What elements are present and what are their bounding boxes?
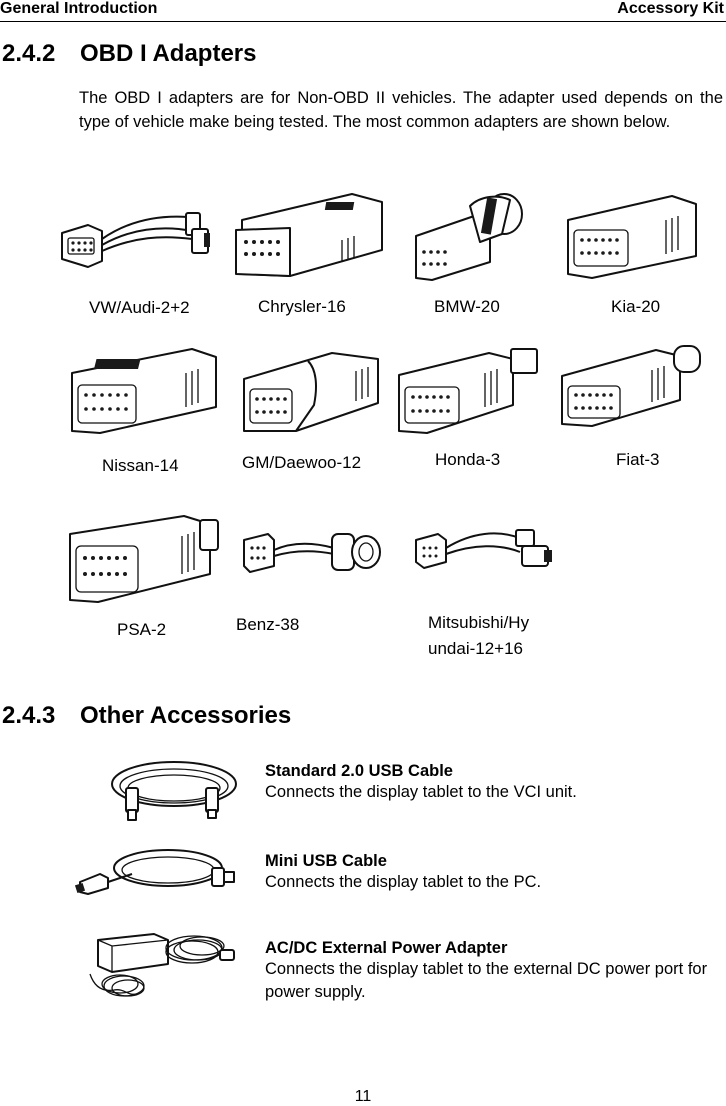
kia-adapter-icon [567, 195, 697, 279]
header-rule [0, 21, 726, 22]
adapter-label: GM/Daewoo-12 [242, 453, 362, 472]
section-paragraph: The OBD I adapters are for Non-OBD II ve… [79, 89, 723, 131]
adapter-label: Nissan-14 [102, 456, 179, 475]
accessory-description: Connects the display tablet to the VCI u… [265, 783, 577, 801]
bmw-adapter-icon [415, 193, 523, 281]
honda-adapter-icon [398, 348, 538, 434]
psa-adapter-icon [69, 515, 219, 603]
gm-daewoo-adapter-icon [243, 352, 379, 432]
accessory-title: AC/DC External Power Adapter [265, 939, 508, 957]
power-adapter-icon [89, 933, 235, 997]
nissan-adapter-icon [71, 348, 217, 434]
section-title: OBD I Adapters [80, 40, 257, 67]
section-number: 2.4.2 [2, 40, 56, 67]
adapter-label: Benz-38 [236, 615, 300, 634]
page-number: 11 [354, 1088, 372, 1105]
adapter-label: Honda-3 [435, 450, 501, 469]
adapter-label: BMW-20 [434, 297, 500, 316]
usb-cable-icon [111, 761, 237, 821]
chrysler-adapter-icon [235, 193, 383, 277]
adapter-label: PSA-2 [117, 620, 167, 639]
adapter-label: Fiat-3 [616, 450, 660, 469]
running-header-left: General Introduction [0, 0, 158, 17]
running-header-right: Accessory Kit [617, 0, 724, 17]
adapter-label: Chrysler-16 [258, 297, 346, 316]
adapter-label-line2: undai-12+16 [428, 639, 524, 658]
adapter-label-two-line: Mitsubishi/Hy undai-12+16 [428, 610, 529, 662]
section-number: 2.4.3 [2, 702, 56, 729]
accessory-title: Mini USB Cable [265, 852, 387, 870]
mini-usb-cable-icon [74, 849, 235, 895]
accessory-description: Connects the display tablet to the PC. [265, 873, 542, 891]
accessory-description: Connects the display tablet to the exter… [265, 960, 708, 1001]
section-heading-other: 2.4.3 Other Accessories [2, 702, 291, 730]
vw-audi-adapter-icon [61, 212, 210, 268]
adapter-label: Kia-20 [611, 297, 661, 316]
benz-adapter-icon [243, 533, 381, 573]
adapter-label-line1: Mitsubishi/Hy [428, 613, 530, 632]
mitsubishi-hyundai-adapter-icon [415, 529, 552, 569]
fiat-adapter-icon [561, 345, 701, 427]
section-title: Other Accessories [80, 702, 292, 729]
adapter-label: VW/Audi-2+2 [89, 298, 190, 317]
section-heading-obd: 2.4.2 OBD I Adapters [2, 40, 256, 68]
accessory-title: Standard 2.0 USB Cable [265, 762, 453, 780]
